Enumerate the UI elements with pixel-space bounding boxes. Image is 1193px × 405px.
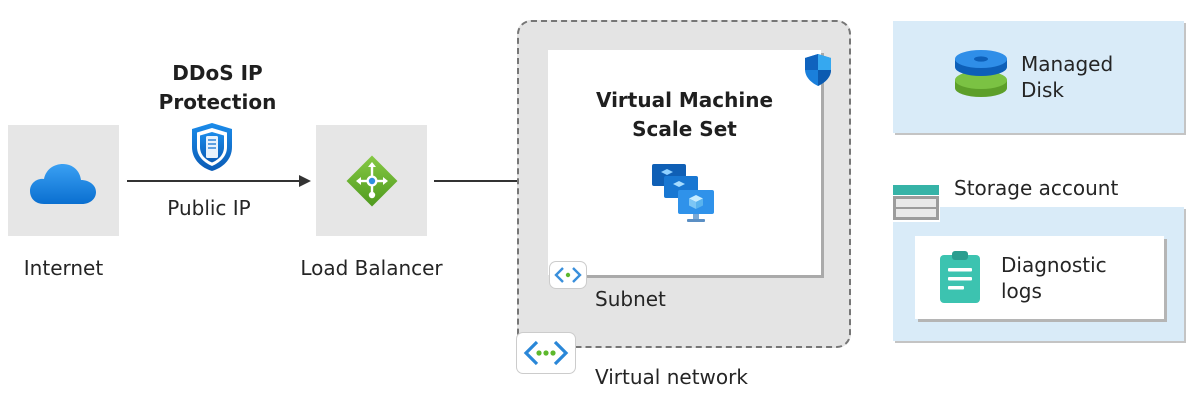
load-balancer-label: Load Balancer — [300, 256, 443, 280]
managed-disk-panel: Managed Disk — [893, 21, 1184, 133]
virtual-network-icon-chip — [517, 333, 575, 373]
security-shield-icon — [803, 53, 833, 87]
load-balancer-tile — [316, 125, 427, 236]
diagnostic-logs-icon — [939, 250, 981, 304]
virtual-network-icon — [522, 338, 570, 368]
vm-scale-set-title: Virtual Machine Scale Set — [595, 88, 774, 141]
storage-account-icon — [892, 184, 940, 222]
load-balancer-icon — [346, 155, 398, 207]
subnet-label: Subnet — [595, 287, 666, 311]
subnet-icon-chip — [550, 262, 586, 288]
managed-disk-icon — [953, 50, 1009, 102]
public-ip-label: Public IP — [167, 196, 251, 220]
internet-label: Internet — [23, 256, 104, 280]
internet-tile — [8, 125, 119, 236]
managed-disk-label: Managed Disk — [1021, 52, 1114, 102]
connector-internet-to-load-balancer — [127, 172, 313, 190]
vm-scale-set-icon — [650, 160, 722, 232]
storage-account-label: Storage account — [954, 176, 1119, 200]
ddos-protection-shield-icon — [190, 122, 234, 172]
diagnostic-logs-card: Diagnostic logs — [915, 236, 1164, 319]
cloud-icon — [30, 162, 96, 206]
vm-scale-set-card: Virtual Machine Scale Set — [548, 50, 821, 275]
diagnostic-logs-label: Diagnostic logs — [1001, 253, 1107, 303]
ddos-protection-title: DDoS IP Protection — [158, 61, 277, 114]
virtual-network-label: Virtual network — [595, 365, 748, 389]
subnet-icon — [553, 265, 583, 285]
